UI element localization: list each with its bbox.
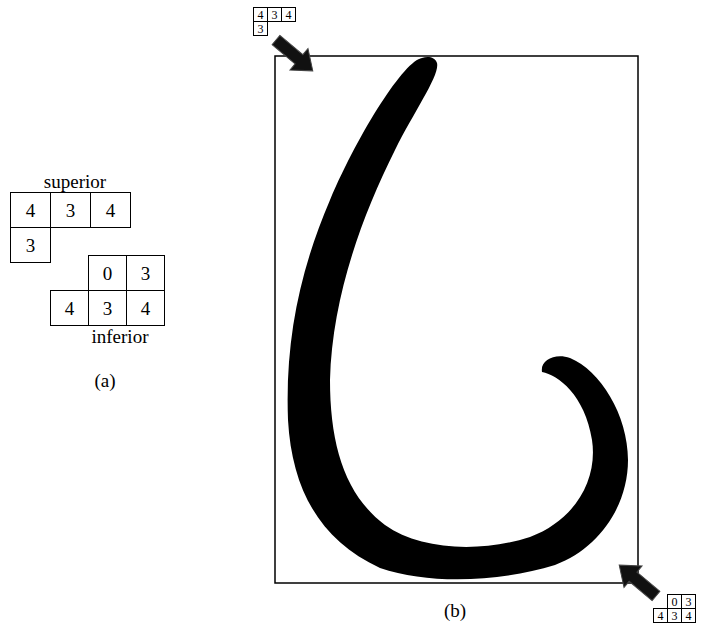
mask-cell: 4 xyxy=(126,290,165,326)
mask-label: inferior xyxy=(60,325,180,347)
mask-cell: 3 xyxy=(88,290,127,326)
mask-cell: 4 xyxy=(90,192,131,228)
mask-cell: 3 xyxy=(667,608,682,623)
mask-cell: 0 xyxy=(88,255,127,291)
mask-cell: 4 xyxy=(281,7,296,22)
scan-arrow xyxy=(610,554,665,606)
scan-arrow xyxy=(267,29,322,81)
mask-cell: 4 xyxy=(50,290,89,326)
mask-cell: 0 xyxy=(667,594,682,609)
mask-cell: 3 xyxy=(253,21,268,36)
mask-cell: 3 xyxy=(10,227,51,263)
panel-label: (b) xyxy=(430,598,480,622)
panel-label: (a) xyxy=(80,368,130,392)
mask-cell: 3 xyxy=(267,7,282,22)
character-shape xyxy=(288,57,628,579)
mask-cell: 4 xyxy=(10,192,51,228)
mask-cell: 4 xyxy=(253,7,268,22)
mask-cell: 3 xyxy=(681,594,696,609)
bounding-rectangle xyxy=(275,56,638,583)
mask-label: superior xyxy=(20,170,130,192)
mask-cell: 3 xyxy=(126,255,165,291)
mask-cell: 4 xyxy=(681,608,696,623)
mask-cell: 3 xyxy=(50,192,91,228)
mask-cell: 4 xyxy=(653,608,668,623)
